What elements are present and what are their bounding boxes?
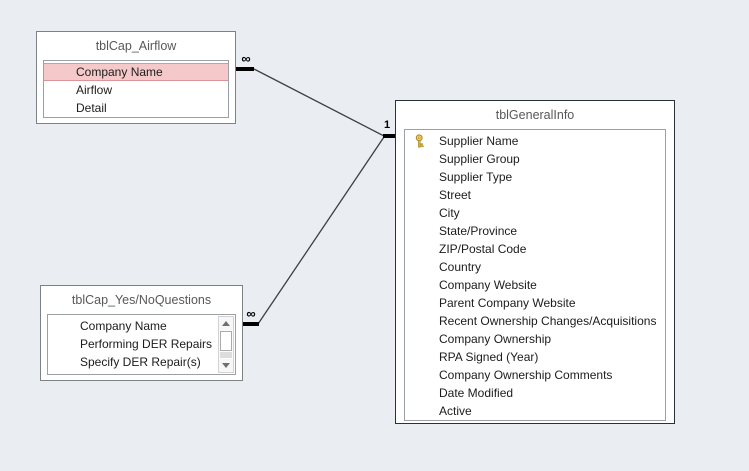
field-label: Street <box>439 188 472 202</box>
field-list-tblcap-yesno: Company Name Performing DER Repairs Spec… <box>47 314 236 375</box>
field-row-company-website[interactable]: Company Website <box>405 276 665 294</box>
scrollbar-track[interactable] <box>220 352 232 358</box>
field-row-company-ownership-comments[interactable]: Company Ownership Comments <box>405 366 665 384</box>
field-label: Company Website <box>439 278 537 292</box>
scroll-up-icon <box>222 321 230 326</box>
field-label: Performing DER Repairs <box>80 337 213 351</box>
field-row-rpa-signed-year[interactable]: RPA Signed (Year) <box>405 348 665 366</box>
field-row-company-name[interactable]: Company Name <box>48 317 235 335</box>
field-label: Company Name <box>80 319 167 333</box>
field-label: Company Name <box>76 65 163 79</box>
field-label: Country <box>439 260 482 274</box>
field-list-scrollbar[interactable] <box>218 316 234 373</box>
field-label: Airflow <box>76 83 113 97</box>
field-row-company-name[interactable]: Company Name <box>44 63 228 81</box>
field-label: Specify DER Repair(s) <box>80 355 201 369</box>
field-label: Detail <box>76 101 107 115</box>
scroll-down-button[interactable] <box>219 359 233 372</box>
field-row-supplier-name[interactable]: Supplier Name <box>405 132 665 150</box>
infinity-symbol-yesno: ∞ <box>246 306 256 321</box>
field-row-company-ownership[interactable]: Company Ownership <box>405 330 665 348</box>
field-row-date-modified[interactable]: Date Modified <box>405 384 665 402</box>
scrollbar-thumb[interactable] <box>220 331 232 351</box>
field-label: ZIP/Postal Code <box>439 242 527 256</box>
field-row-country[interactable]: Country <box>405 258 665 276</box>
table-title-tblcap-airflow[interactable]: tblCap_Airflow <box>95 39 177 53</box>
field-row-specify-der-repairs[interactable]: Specify DER Repair(s) <box>48 353 235 371</box>
field-row-street[interactable]: Street <box>405 186 665 204</box>
field-label: State/Province <box>439 224 518 238</box>
one-end-bar-generalinfo <box>383 134 396 138</box>
table-tblgeneralinfo: tblGeneralInfo Supplier Name Supplier Gr… <box>395 100 675 424</box>
scroll-up-button[interactable] <box>219 317 233 330</box>
field-label: Recent Ownership Changes/Acquisitions <box>439 314 657 328</box>
field-row-performing-der-repairs[interactable]: Performing DER Repairs <box>48 335 235 353</box>
field-label: Parent Company Website <box>439 296 576 310</box>
table-tblcap-yesno-questions: tblCap_Yes/NoQuestions Company Name Perf… <box>40 285 243 381</box>
field-row-detail[interactable]: Detail <box>44 99 228 117</box>
table-tblcap-airflow: tblCap_Airflow Company Name Airflow Deta… <box>36 31 236 124</box>
one-symbol-generalinfo: 1 <box>383 119 391 131</box>
field-label: Company Ownership Comments <box>439 368 613 382</box>
field-row-city[interactable]: City <box>405 204 665 222</box>
field-label: Company Ownership <box>439 332 552 346</box>
table-title-tblgeneralinfo[interactable]: tblGeneralInfo <box>495 108 575 122</box>
table-title-tblcap-yesno[interactable]: tblCap_Yes/NoQuestions <box>71 293 212 307</box>
primary-key-icon <box>414 134 426 148</box>
field-label: RPA Signed (Year) <box>439 350 539 364</box>
field-label: Date Modified <box>439 386 514 400</box>
field-row-supplier-type[interactable]: Supplier Type <box>405 168 665 186</box>
relationship-line-yesno-generalinfo[interactable] <box>257 136 385 325</box>
field-label: Supplier Name <box>439 134 519 148</box>
field-row-active[interactable]: Active <box>405 402 665 420</box>
field-row-airflow[interactable]: Airflow <box>44 81 228 99</box>
scroll-down-icon <box>222 363 230 368</box>
field-label: Supplier Group <box>439 152 520 166</box>
field-label: City <box>439 206 460 220</box>
field-list-tblcap-airflow: Company Name Airflow Detail <box>43 60 229 118</box>
field-label: Active <box>439 404 472 418</box>
field-row-parent-company-website[interactable]: Parent Company Website <box>405 294 665 312</box>
field-label: Supplier Type <box>439 170 513 184</box>
relationship-line-airflow-generalinfo[interactable] <box>253 68 385 137</box>
field-list-tblgeneralinfo: Supplier Name Supplier Group Supplier Ty… <box>404 129 666 421</box>
field-row-state-province[interactable]: State/Province <box>405 222 665 240</box>
many-end-bar-airflow <box>236 67 254 71</box>
field-row-zip-postal-code[interactable]: ZIP/Postal Code <box>405 240 665 258</box>
infinity-symbol-airflow: ∞ <box>241 51 251 66</box>
field-row-supplier-group[interactable]: Supplier Group <box>405 150 665 168</box>
many-end-bar-yesno <box>242 322 259 326</box>
field-row-recent-ownership-changes[interactable]: Recent Ownership Changes/Acquisitions <box>405 312 665 330</box>
